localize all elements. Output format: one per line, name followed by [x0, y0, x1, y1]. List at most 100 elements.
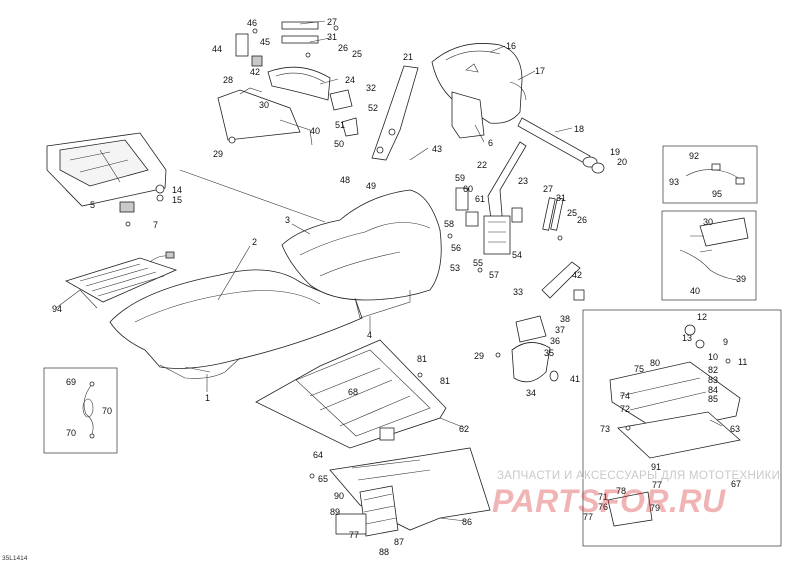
- rear-support-tray: [46, 132, 167, 213]
- callout-85: 85: [708, 394, 719, 404]
- callout-88: 88: [379, 547, 390, 557]
- callout-71: 71: [598, 492, 609, 502]
- callout-29a: 29: [213, 149, 224, 159]
- callout-87: 87: [394, 537, 405, 547]
- wiring-harness-large: [679, 217, 749, 281]
- front-seat: [109, 269, 363, 379]
- callout-4: 4: [367, 330, 373, 340]
- callout-12: 12: [697, 312, 708, 322]
- callout-30a: 30: [259, 100, 270, 110]
- callout-70a: 70: [102, 406, 113, 416]
- callout-5: 5: [90, 200, 96, 210]
- callout-79: 79: [650, 503, 661, 513]
- callout-56: 56: [451, 243, 462, 253]
- callout-28: 28: [223, 75, 234, 85]
- callout-22: 22: [477, 160, 488, 170]
- fasteners: [125, 25, 731, 479]
- callout-51: 51: [335, 120, 346, 130]
- wiring-harness-small: [685, 163, 745, 185]
- callout-25b: 25: [567, 208, 578, 218]
- strap: [542, 197, 564, 231]
- callout-67: 67: [731, 479, 742, 489]
- callout-42b: 42: [572, 270, 583, 280]
- callout-77c: 77: [349, 530, 360, 540]
- callout-3: 3: [285, 215, 291, 225]
- callout-14: 14: [172, 185, 183, 195]
- callout-94: 94: [52, 304, 63, 314]
- callout-2: 2: [252, 237, 258, 247]
- callout-78: 78: [616, 486, 627, 496]
- callout-48: 48: [340, 175, 351, 185]
- callout-65: 65: [318, 474, 329, 484]
- inset-box-harness: [661, 210, 757, 301]
- seat-heater-pad: [64, 251, 178, 303]
- callout-43: 43: [432, 144, 443, 154]
- callout-42a: 42: [250, 67, 261, 77]
- callout-29b: 29: [474, 351, 485, 361]
- diagram-code: 35L1414: [2, 555, 28, 562]
- callout-25a: 25: [352, 49, 363, 59]
- callout-70b: 70: [66, 428, 77, 438]
- callout-16: 16: [506, 41, 517, 51]
- callout-7: 7: [153, 220, 159, 230]
- callout-6: 6: [488, 138, 494, 148]
- callout-30b: 30: [703, 217, 714, 227]
- callout-1: 1: [205, 393, 211, 403]
- callout-11: 11: [738, 357, 748, 367]
- callout-83: 83: [708, 375, 719, 385]
- callout-45: 45: [260, 37, 271, 47]
- callout-75: 75: [634, 364, 645, 374]
- watermark-logo: PARTSFOR.RU: [492, 483, 726, 519]
- callout-82: 82: [708, 365, 719, 375]
- callout-13: 13: [682, 333, 693, 343]
- callout-84: 84: [708, 385, 719, 395]
- callout-64: 64: [313, 450, 324, 460]
- callout-90: 90: [334, 491, 345, 501]
- storage-tray: [255, 339, 447, 449]
- callout-40a: 40: [310, 126, 321, 136]
- callout-15: 15: [172, 195, 183, 205]
- callout-37: 37: [555, 325, 566, 335]
- callout-80: 80: [650, 358, 661, 368]
- bumper: [511, 315, 559, 383]
- cable: [82, 381, 95, 439]
- callout-58: 58: [444, 219, 455, 229]
- callout-36: 36: [550, 336, 561, 346]
- callout-33: 33: [513, 287, 524, 297]
- callout-55: 55: [473, 258, 484, 268]
- callout-27a: 27: [327, 17, 338, 27]
- callout-41: 41: [570, 374, 581, 384]
- callout-81a: 81: [417, 354, 428, 364]
- callout-26a: 26: [338, 43, 349, 53]
- callout-77a: 77: [583, 512, 594, 522]
- callout-57: 57: [489, 270, 500, 280]
- callout-9: 9: [723, 337, 729, 347]
- callout-62: 62: [459, 424, 470, 434]
- callout-72: 72: [620, 404, 631, 414]
- callout-59: 59: [455, 173, 466, 183]
- callout-54: 54: [512, 250, 523, 260]
- small-bracket: [455, 187, 523, 227]
- callout-34: 34: [526, 388, 537, 398]
- backrest: [431, 43, 527, 139]
- rear-seat: [281, 189, 442, 319]
- grab-handle: [235, 21, 331, 101]
- callout-27b: 27: [543, 184, 554, 194]
- callout-68: 68: [348, 387, 359, 397]
- lock-plate: [329, 89, 359, 137]
- callout-19: 19: [610, 147, 621, 157]
- backrest-bracket: [371, 65, 419, 161]
- inset-box-wiring: [662, 145, 758, 204]
- inset-box-cable: [43, 367, 118, 454]
- callout-46: 46: [247, 18, 258, 28]
- callout-76: 76: [598, 502, 609, 512]
- callout-38: 38: [560, 314, 571, 324]
- backrest-tube: [517, 117, 605, 174]
- hook: [541, 261, 585, 301]
- callout-23: 23: [518, 176, 529, 186]
- callout-24: 24: [345, 75, 356, 85]
- console-bracket: [335, 485, 399, 537]
- leader-lines: [55, 20, 723, 522]
- callout-39: 39: [736, 274, 747, 284]
